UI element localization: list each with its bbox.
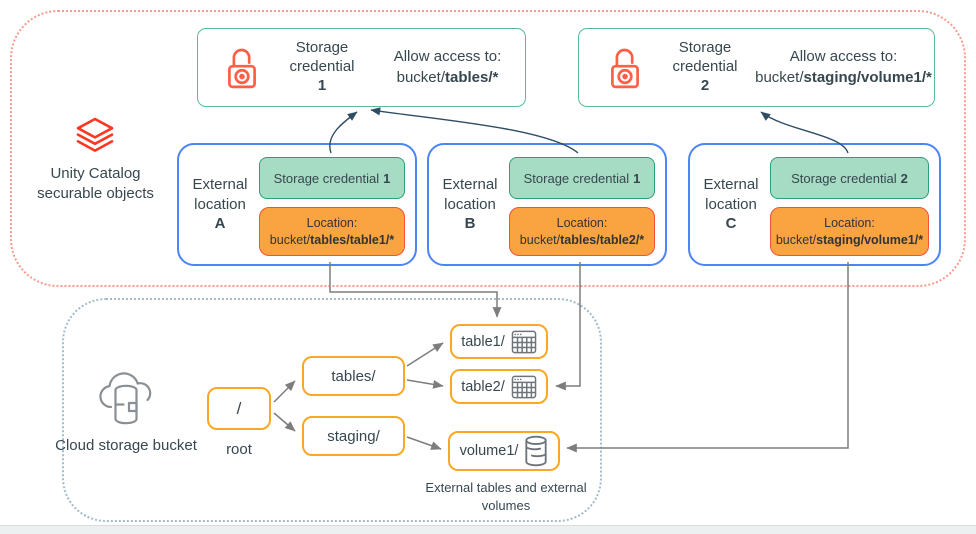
location-chip-label: Location: xyxy=(556,216,608,231)
location-letter: B xyxy=(464,215,476,233)
root-node: / xyxy=(207,387,271,430)
table-grid-icon xyxy=(511,330,537,354)
leaves-caption: External tables and external volumes xyxy=(425,480,587,513)
credential-access: Allow access to: bucket/tables/* xyxy=(370,47,525,88)
location-chip-label: Location: xyxy=(306,216,358,231)
root-node-label: / xyxy=(236,398,242,418)
volume-cylinder-icon xyxy=(524,435,548,467)
location-chip: Location: bucket/tables/table2/* xyxy=(509,207,655,256)
credential-title-text: Storage credential xyxy=(289,39,355,76)
credential-number: 1 xyxy=(317,76,327,94)
location-chip-path: bucket/tables/table2/* xyxy=(519,232,645,247)
bucket-section-label: Cloud storage bucket xyxy=(55,437,197,454)
access-path: bucket/tables/* xyxy=(396,68,499,86)
leaf-node-table1: table1/ xyxy=(450,324,548,359)
credential-number: 2 xyxy=(700,76,710,94)
leaf-label: volume1/ xyxy=(459,443,519,459)
access-path: bucket/staging/volume1/* xyxy=(755,68,932,86)
credential-access: Allow access to: bucket/staging/volume1/… xyxy=(753,47,934,88)
location-label-text: External location xyxy=(192,176,248,213)
credential-title: Storage credential 2 xyxy=(657,39,753,95)
location-letter: C xyxy=(725,215,737,233)
location-chip: Location: bucket/tables/table1/* xyxy=(259,207,405,256)
access-label: Allow access to: xyxy=(393,48,502,66)
leaf-node-table2: table2/ xyxy=(450,369,548,404)
leaf-label: table1/ xyxy=(461,333,505,350)
access-label: Allow access to: xyxy=(789,48,898,66)
cloud-storage-icon xyxy=(96,368,158,436)
leaf-label: table2/ xyxy=(461,378,505,395)
table-grid-icon xyxy=(511,375,537,399)
location-chip: Location: bucket/staging/volume1/* xyxy=(770,207,929,256)
location-chip-path: bucket/tables/table1/* xyxy=(269,232,395,247)
location-chip-label: Location: xyxy=(824,216,875,231)
folder-label: tables/ xyxy=(331,367,376,385)
lock-icon xyxy=(607,45,643,91)
folder-node-staging: staging/ xyxy=(302,416,405,456)
location-label: External location C xyxy=(690,145,772,264)
location-chip-path: bucket/staging/volume1/* xyxy=(775,232,924,247)
storage-credential-1-box: Storage credential 1 Allow access to: bu… xyxy=(197,28,526,107)
storage-credential-2-box: Storage credential 2 Allow access to: bu… xyxy=(578,28,935,107)
credential-title-text: Storage credential xyxy=(672,39,738,76)
folder-node-tables: tables/ xyxy=(302,356,405,396)
page-edge-bar xyxy=(0,525,976,534)
lock-icon xyxy=(224,45,260,91)
databricks-stack-icon xyxy=(72,116,118,160)
location-label: External location A xyxy=(179,145,261,264)
location-letter: A xyxy=(214,215,226,233)
root-caption: root xyxy=(226,441,252,458)
location-label-text: External location xyxy=(703,176,759,213)
location-label-text: External location xyxy=(442,176,498,213)
location-label: External location B xyxy=(429,145,511,264)
credential-title: Storage credential 1 xyxy=(274,39,370,95)
leaf-node-volume1: volume1/ xyxy=(448,431,560,471)
folder-label: staging/ xyxy=(327,427,380,445)
unity-section-label: Unity Catalog securable objects xyxy=(37,165,154,203)
